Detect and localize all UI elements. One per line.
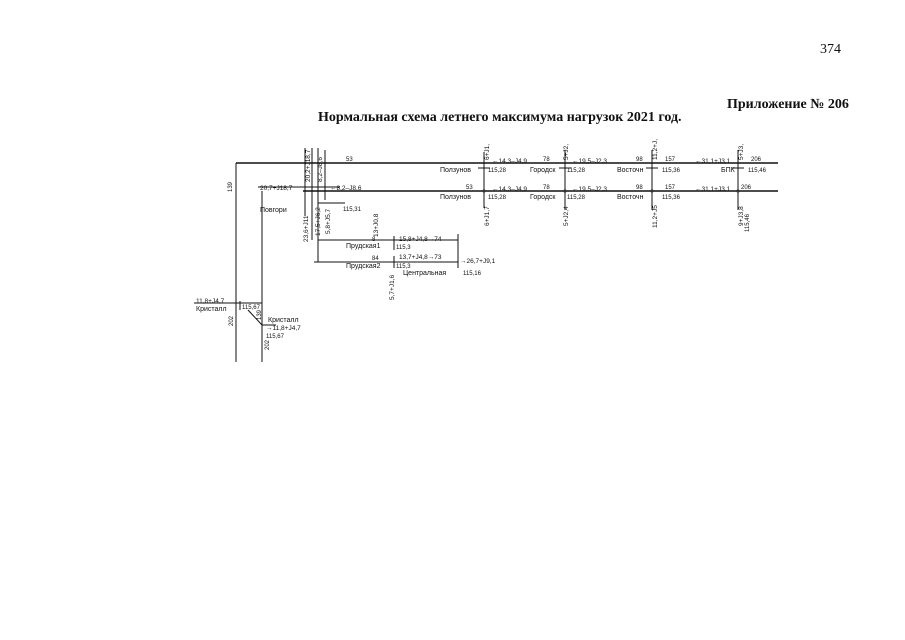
- power-flow-label: 11,2+J,: [652, 139, 659, 160]
- power-flow-label: 23,6+J11: [303, 215, 310, 242]
- voltage-label: 115,28: [567, 168, 586, 174]
- voltage-label: 115,3: [396, 245, 411, 251]
- voltage-label: 115,3: [396, 264, 411, 270]
- substation-label: Ползунов: [440, 194, 471, 201]
- line-number: 84: [372, 256, 379, 262]
- power-flow-label: 11,2+J5: [652, 205, 659, 228]
- line-number: 139: [228, 181, 234, 192]
- line-number: 98: [636, 157, 643, 163]
- line-number: 206: [751, 157, 762, 163]
- substation-label: Центральная: [403, 270, 446, 277]
- power-flow-label: 13,7+J4,8→73: [399, 254, 442, 261]
- line-number: 53: [346, 157, 353, 163]
- power-flow-label: 13+J0,8: [373, 213, 380, 237]
- voltage-label: 115,67: [266, 334, 285, 340]
- substation-label: Прудская2: [346, 263, 381, 270]
- voltage-label: 115,31: [343, 207, 362, 213]
- voltage-label: 115,36: [662, 168, 681, 174]
- node-bpk: [736, 189, 740, 193]
- power-flow-label: 5,7+J1,6: [389, 274, 396, 300]
- node-gorodsk: [563, 189, 567, 193]
- line-number: 206: [741, 185, 752, 191]
- line-number: 78: [543, 185, 550, 191]
- substation-label: Ползунов: [440, 167, 471, 174]
- line-number: 202: [229, 315, 235, 326]
- power-flow-label: 15,8+J4,8→74: [399, 236, 442, 243]
- power-flow-label: ←8,2–J8,6: [330, 185, 362, 192]
- line-number: 157: [665, 185, 676, 191]
- substation-label: Городск: [530, 194, 556, 201]
- power-flow-label: 20,7+J18,7: [260, 185, 293, 192]
- substation-label: БПК: [721, 167, 736, 174]
- power-flow-label: →11,8+J4,7: [266, 325, 301, 332]
- power-flow-label: 9+J3,8: [738, 206, 745, 226]
- power-flow-label: 6+J1,: [484, 144, 491, 160]
- voltage-label: 115,46: [745, 213, 751, 232]
- voltage-label: 115,67: [242, 305, 261, 311]
- power-flow-label: 11,8+J4,7: [196, 298, 225, 305]
- substation-label: Прудская1: [346, 243, 381, 250]
- page-number: 374: [820, 42, 841, 57]
- node-vostochn: [650, 189, 654, 193]
- power-flow-label: 8,2–J8,6: [317, 157, 324, 182]
- line-number: 139: [257, 309, 263, 320]
- line-number: 53: [466, 185, 473, 191]
- substation-label: Восточн: [617, 167, 644, 174]
- power-flow-label: →26,7+J9,1: [460, 258, 496, 265]
- voltage-label: 115,36: [662, 195, 681, 201]
- document-title: Нормальная схема летнего максимума нагру…: [318, 110, 682, 125]
- power-flow-label: ←31,1+J3,1: [695, 158, 731, 165]
- kristall-tap: [247, 309, 263, 326]
- substation-label: Городск: [530, 167, 556, 174]
- power-flow-label: ←14,3–J4,9: [492, 186, 527, 193]
- substation-label: Повгори: [260, 207, 287, 214]
- voltage-label: 115,16: [463, 271, 482, 277]
- substation-label: Восточн: [617, 194, 644, 201]
- power-flow-label: ←19,5–J2,3: [572, 158, 607, 165]
- voltage-label: 115,28: [488, 195, 507, 201]
- appendix-label: Приложение № 206: [727, 97, 849, 112]
- line-number: 157: [665, 157, 676, 163]
- power-flow-label: 20,2+J18,7: [305, 149, 312, 182]
- voltage-label: 115,28: [488, 168, 507, 174]
- line-number: 202: [265, 339, 271, 350]
- power-flow-label: 5+J2,: [563, 144, 570, 160]
- power-flow-label: 6+J1,7: [484, 206, 491, 226]
- substation-label: Кристалл: [196, 306, 227, 313]
- power-flow-label: 5+J3,: [738, 144, 745, 160]
- power-flow-label: ←31,1+J3,1: [695, 186, 731, 193]
- voltage-label: 115,46: [748, 168, 767, 174]
- node-polzunovo: [482, 189, 486, 193]
- voltage-label: 115,28: [567, 195, 586, 201]
- substation-label: Кристалл: [268, 317, 299, 324]
- power-flow-label: 5,8+J5,7: [325, 208, 332, 234]
- line-number: 98: [636, 185, 643, 191]
- power-flow-label: 17,5+J6,2: [315, 207, 322, 236]
- power-flow-label: 5+J2,4: [563, 206, 570, 226]
- power-flow-label: ←14,3–J4,9: [492, 158, 527, 165]
- power-flow-label: ←19,5–J2,3: [572, 186, 607, 193]
- line-number: 8: [372, 237, 376, 243]
- line-number: 78: [543, 157, 550, 163]
